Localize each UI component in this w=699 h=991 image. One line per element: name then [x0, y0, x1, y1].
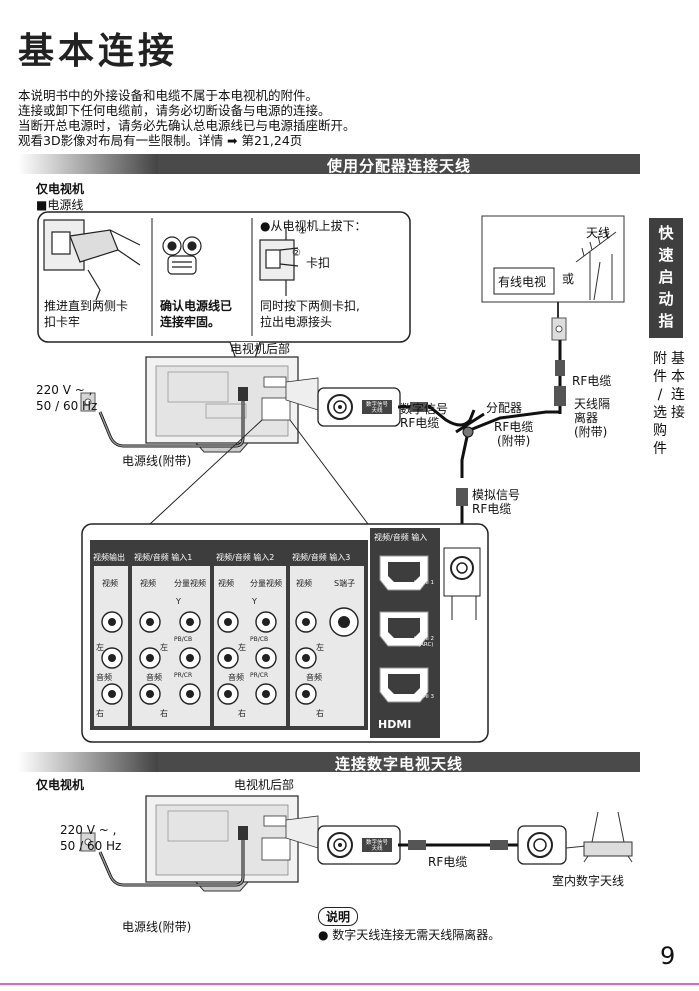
panel-label-hdmi-in: 视频/音频 输入: [374, 532, 427, 542]
label-video: 视频: [218, 578, 234, 588]
side-tab-quick-start: 快速启 动指: [649, 218, 683, 338]
power-cable-label: 电源线(附带): [122, 454, 192, 468]
isolator-label: 天线隔离器(附带): [574, 397, 611, 439]
label-left: 左: [160, 642, 168, 652]
label-right: 右: [316, 708, 324, 718]
tv-rear-illustration: [145, 356, 299, 453]
tv-only-label: 仅电视机: [36, 182, 85, 196]
panel-label-video-out: 视频输出: [93, 552, 125, 562]
label-video: 视频: [296, 578, 312, 588]
voltage-label-2: 220 V ~ ,50 / 60 Hz: [60, 823, 122, 853]
plug-remove-illustration: [259, 228, 299, 296]
side-text-accessories: 附件/ 选购件: [653, 351, 667, 457]
label-pr: PR/CR: [250, 672, 268, 679]
plug-insert-illustration: [43, 219, 141, 301]
intro-line: 连接或卸下任何电缆前，请务必切断设备与电源的连接。: [18, 103, 331, 118]
step3-text: 同时按下两侧卡扣,拉出电源接头: [260, 299, 360, 329]
hdmi1-label: HDMI 1: [414, 580, 434, 586]
section-heading-splitter: 使用分配器连接天线: [18, 154, 640, 175]
label-video: 视频: [140, 578, 156, 588]
splitter-label: 分配器: [486, 401, 523, 415]
intro-line: 当断开总电源时，请务必先确认总电源线已与电源插座断开。: [18, 118, 356, 133]
terminal-label-line: 天线: [371, 844, 383, 852]
label-video: 视频: [102, 578, 118, 588]
section-heading-digital-antenna: 连接数字电视天线: [18, 752, 640, 773]
label-audio: 音频: [228, 672, 244, 682]
intro-line: 观看3D影像对布局有一些限制。详情 ➡ 第21,24页: [18, 133, 303, 148]
label-pb: PB/CB: [250, 636, 268, 643]
label-left: 左: [96, 642, 104, 652]
rf-included-label: RF电缆(附带): [494, 420, 534, 448]
terminal-label-line: 天线: [371, 406, 383, 414]
clip-label: 卡扣: [306, 256, 331, 270]
power-cord-label: ■电源线: [36, 198, 84, 212]
splitter-icon: [455, 410, 560, 478]
note-text: ● 数字天线连接无需天线隔离器。: [318, 928, 501, 942]
label-y: Y: [175, 597, 181, 606]
rf-cable-label-2: RF电缆: [428, 855, 468, 869]
or-label: 或: [562, 272, 575, 286]
step2-text: 确认电源线已连接牢固。: [160, 299, 233, 329]
label-component: 分量视频: [174, 578, 206, 588]
panel-label-in3: 视频/音频 输入3: [292, 552, 350, 562]
hdmi-logo: HDMI: [378, 718, 411, 731]
antenna-isolator: [554, 386, 566, 406]
rf-plug: [490, 840, 508, 850]
antenna-label: 天线: [586, 226, 611, 240]
step1-text: 推进直到两侧卡扣卡牢: [44, 299, 129, 329]
hdmi2-label: HDMI 2: [414, 636, 434, 642]
terminal-label-line: 数字信号: [366, 838, 389, 846]
label-s-video: S端子: [334, 578, 355, 588]
tv-only-label-2: 仅电视机: [36, 778, 85, 792]
bottom-rule: [0, 983, 699, 985]
rf-cable-label: RF电缆: [572, 374, 612, 388]
label-pb: PB/CB: [174, 636, 192, 643]
note-title: 说明: [318, 907, 359, 926]
remove-title: ●从电视机上拔下：: [260, 219, 367, 233]
label-right: 右: [160, 708, 168, 718]
tv-rear-illustration-2: [145, 795, 299, 892]
antenna-icon: [575, 229, 617, 301]
plug-confirm-illustration: [162, 236, 202, 275]
label-pr: PR/CR: [174, 672, 192, 679]
terminal-label-line: 数字信号: [366, 400, 389, 408]
intro-text: 本说明书中的外接设备和电缆不属于本电视机的附件。 连接或卸下任何电缆前，请务必切…: [18, 88, 356, 148]
rf-plug: [410, 402, 428, 412]
indoor-antenna-label: 室内数字天线: [552, 874, 625, 888]
label-left: 左: [238, 642, 246, 652]
hdmi3-label: HDMI 3: [414, 694, 434, 700]
label-audio: 音频: [146, 672, 162, 682]
label-left: 左: [316, 642, 324, 652]
panel-label-in2: 视频/音频 输入2: [216, 552, 274, 562]
rf-plug: [408, 840, 426, 850]
intro-line: 本说明书中的外接设备和电缆不属于本电视机的附件。: [18, 88, 319, 103]
cable-tv-label: 有线电视: [498, 275, 547, 289]
tv-rear-label-2: 电视机后部: [234, 778, 295, 792]
num2: ②: [292, 248, 301, 259]
tv-rear-label: 电视机后部: [230, 342, 291, 356]
page-number: 9: [660, 942, 676, 970]
num1: ①: [298, 226, 307, 237]
page-title: 基本连接: [18, 31, 179, 72]
panel-label-in1: 视频/音频 输入1: [134, 552, 192, 562]
power-cable-label-2: 电源线(附带): [122, 920, 192, 934]
voltage-label: 220 V ~ ,50 / 60 Hz: [36, 383, 98, 413]
label-right: 右: [96, 708, 104, 718]
side-text-basic-connection: 基本连接: [671, 351, 685, 421]
indoor-antenna-icon: [565, 811, 633, 863]
label-right: 右: [238, 708, 246, 718]
arc-label: (ARC): [418, 642, 433, 648]
label-y: Y: [251, 597, 257, 606]
label-audio: 音频: [96, 672, 112, 682]
label-component: 分量视频: [250, 578, 282, 588]
label-audio: 音频: [306, 672, 322, 682]
power-callout-box: [37, 211, 411, 343]
